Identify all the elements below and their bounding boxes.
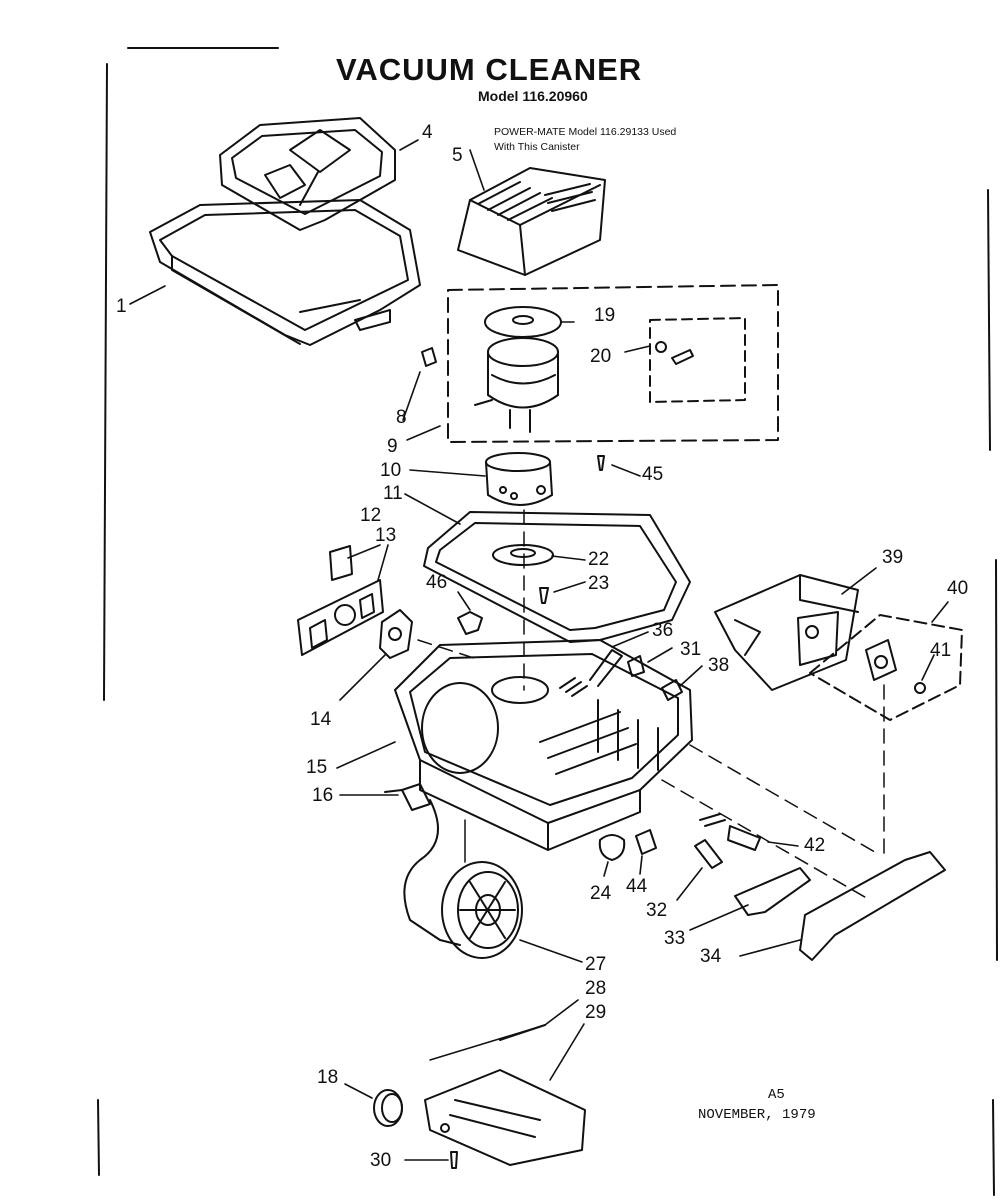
bag-collar [865,639,926,694]
callout-1: 1 [116,296,127,317]
callout-31: 31 [680,639,702,660]
bag-holder-part-39 [714,574,859,691]
callout-40: 40 [947,578,969,599]
clip-part-8 [421,347,437,367]
callout-13: 13 [375,525,397,546]
switch-plate-part-13 [297,579,384,656]
callout-19: 19 [594,305,616,326]
wheel-part-18 [373,1089,403,1127]
fan-disk-part-19 [484,306,562,338]
callout-8: 8 [396,407,407,428]
callout-42: 42 [804,835,826,856]
callout-30: 30 [370,1150,392,1171]
canister-body-part-15 [394,639,693,851]
motor-unit [474,337,559,433]
alignment-lines-solid [429,819,546,1061]
callout-16: 16 [312,785,334,806]
spring-part-42 [699,813,761,851]
power-cord-part-16 [384,783,441,941]
filter-frame-part-4 [219,117,396,231]
brush-set-part-20 [655,341,694,365]
screw-part-45 [597,455,605,471]
callout-28: 28 [585,978,607,999]
callout-15: 15 [306,757,328,778]
callout-29: 29 [585,1002,607,1023]
callout-10: 10 [380,460,402,481]
motor-assembly-box-part-9 [447,284,779,443]
callout-18: 18 [317,1067,339,1088]
callout-39: 39 [882,547,904,568]
lever-part-32 [694,839,723,869]
diagram-title: VACUUM CLEANER [336,52,643,87]
callout-12: 12 [360,505,382,526]
spring-part-36 [559,649,623,697]
bag-assembly-box-part-40 [809,614,963,721]
callout-44: 44 [626,876,648,897]
callout-33: 33 [664,928,686,949]
callout-32: 32 [646,900,668,921]
callout-4: 4 [422,122,433,143]
callout-11: 11 [383,483,403,504]
callout-22: 22 [588,549,610,570]
callout-27: 27 [585,954,607,975]
callout-46: 46 [426,572,448,593]
page-border [97,47,998,1196]
callout-14: 14 [310,709,332,730]
compatibility-note: POWER-MATE Model 116.29133 Used With Thi… [494,125,676,155]
callout-20: 20 [590,346,612,367]
page-code: A5 [768,1087,785,1103]
wheel-part-24 [598,834,626,861]
gasket-part-11 [423,511,691,643]
latch-part-44 [635,829,657,855]
handle-part-33 [734,867,811,916]
latch-part-31 [627,655,645,677]
publication-date: NOVEMBER, 1979 [698,1107,816,1123]
pin-part-28 [499,1024,546,1041]
callout-9: 9 [387,436,398,457]
model-number: Model 116.20960 [478,88,588,104]
compatibility-note-line-1: POWER-MATE Model 116.29133 Used [494,126,677,138]
screw-part-23 [539,587,549,604]
callout-23: 23 [588,573,610,594]
callout-34: 34 [700,946,722,967]
leader-lines [129,139,949,1161]
latch-part-38 [661,679,683,701]
screw-part-30 [450,1151,458,1169]
callout-5: 5 [452,145,463,166]
lid-part-1 [149,199,421,346]
callout-45: 45 [642,464,664,485]
callout-36: 36 [652,620,674,641]
cord-reel-part-27 [439,861,523,959]
callout-41: 41 [930,640,952,661]
compatibility-note-line-2: With This Canister [494,141,580,153]
motor-housing-part-10 [485,452,553,506]
filter-cartridge-part-5 [457,167,606,276]
base-plate-part-29 [424,1069,586,1166]
alignment-lines [417,509,885,901]
switch-part-14 [379,609,413,659]
callout-38: 38 [708,655,730,676]
callout-24: 24 [590,883,612,904]
switch-part-12 [329,545,353,581]
connector-part-46 [457,611,483,635]
handle-part-34 [799,851,946,961]
